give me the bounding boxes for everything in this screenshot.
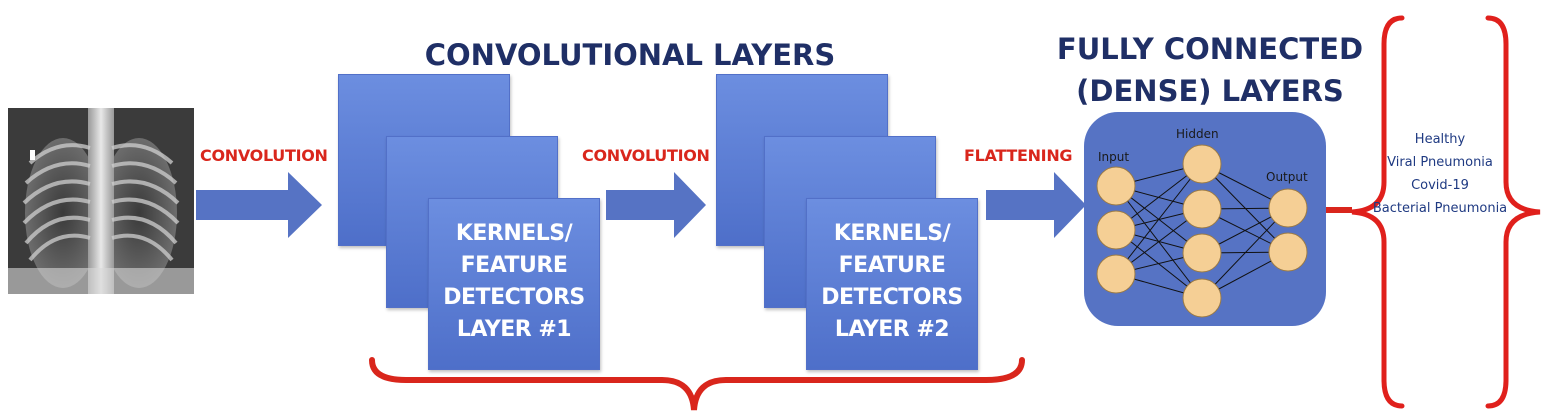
output-class-viral-pneumonia: Viral Pneumonia (1387, 155, 1493, 170)
output-class-covid-19: Covid-19 (1411, 178, 1469, 193)
dense-layers-title-line1: FULLY CONNECTED (1056, 32, 1364, 66)
arrow-right-icon (606, 172, 706, 238)
right-brace-icon (1485, 15, 1541, 409)
hidden-neuron (1182, 144, 1222, 184)
output-class-bacterial-pneumonia: Bacterial Pneumonia (1372, 201, 1508, 216)
kernel-block-2-text: KERNELS/ FEATURE DETECTORS LAYER #2 (807, 218, 977, 346)
network-graph (1096, 144, 1308, 318)
bracket-icon (369, 357, 1025, 411)
flattening-label: FLATTENING (964, 146, 1073, 165)
hidden-layer-label: Hidden (1176, 127, 1219, 141)
convolution-label-1: CONVOLUTION (200, 146, 328, 165)
convolution-label-2: CONVOLUTION (582, 146, 710, 165)
kernel-block-1: KERNELS/ FEATURE DETECTORS LAYER #1 (428, 198, 600, 370)
output-layer-label: Output (1266, 170, 1308, 184)
chest-xray-image (8, 108, 194, 294)
kernel-block-2-line3: DETECTORS (821, 285, 963, 310)
neural-network-diagram: Input Hidden Output (1084, 112, 1326, 326)
output-class-healthy: Healthy (1414, 132, 1466, 147)
convolutional-layers-title: CONVOLUTIONAL LAYERS (424, 38, 836, 72)
kernel-block-2-line1: KERNELS/ (833, 221, 951, 246)
kernel-block-1-line4: LAYER #1 (456, 317, 572, 342)
dense-layers-title-line2: (DENSE) LAYERS (1076, 74, 1344, 108)
input-layer-label: Input (1098, 150, 1130, 164)
hidden-neuron (1182, 189, 1222, 229)
input-neuron (1096, 210, 1136, 250)
left-brace-icon (1351, 15, 1405, 409)
kernel-block-1-line3: DETECTORS (443, 285, 585, 310)
input-neuron (1096, 166, 1136, 206)
kernel-block-2-line4: LAYER #2 (834, 317, 950, 342)
input-neuron (1096, 254, 1136, 294)
kernel-block-1-line1: KERNELS/ (455, 221, 573, 246)
output-neuron (1268, 188, 1308, 228)
hidden-neuron (1182, 233, 1222, 273)
kernel-block-2: KERNELS/ FEATURE DETECTORS LAYER #2 (806, 198, 978, 370)
output-neuron (1268, 232, 1308, 272)
kernel-block-1-line2: FEATURE (460, 253, 568, 278)
xray-graphic (8, 108, 194, 294)
arrow-right-icon (196, 172, 322, 238)
hidden-neuron (1182, 278, 1222, 318)
kernel-block-1-text: KERNELS/ FEATURE DETECTORS LAYER #1 (429, 218, 599, 346)
kernel-block-2-line2: FEATURE (838, 253, 946, 278)
output-connector (1326, 207, 1352, 213)
arrow-right-icon (986, 172, 1086, 238)
